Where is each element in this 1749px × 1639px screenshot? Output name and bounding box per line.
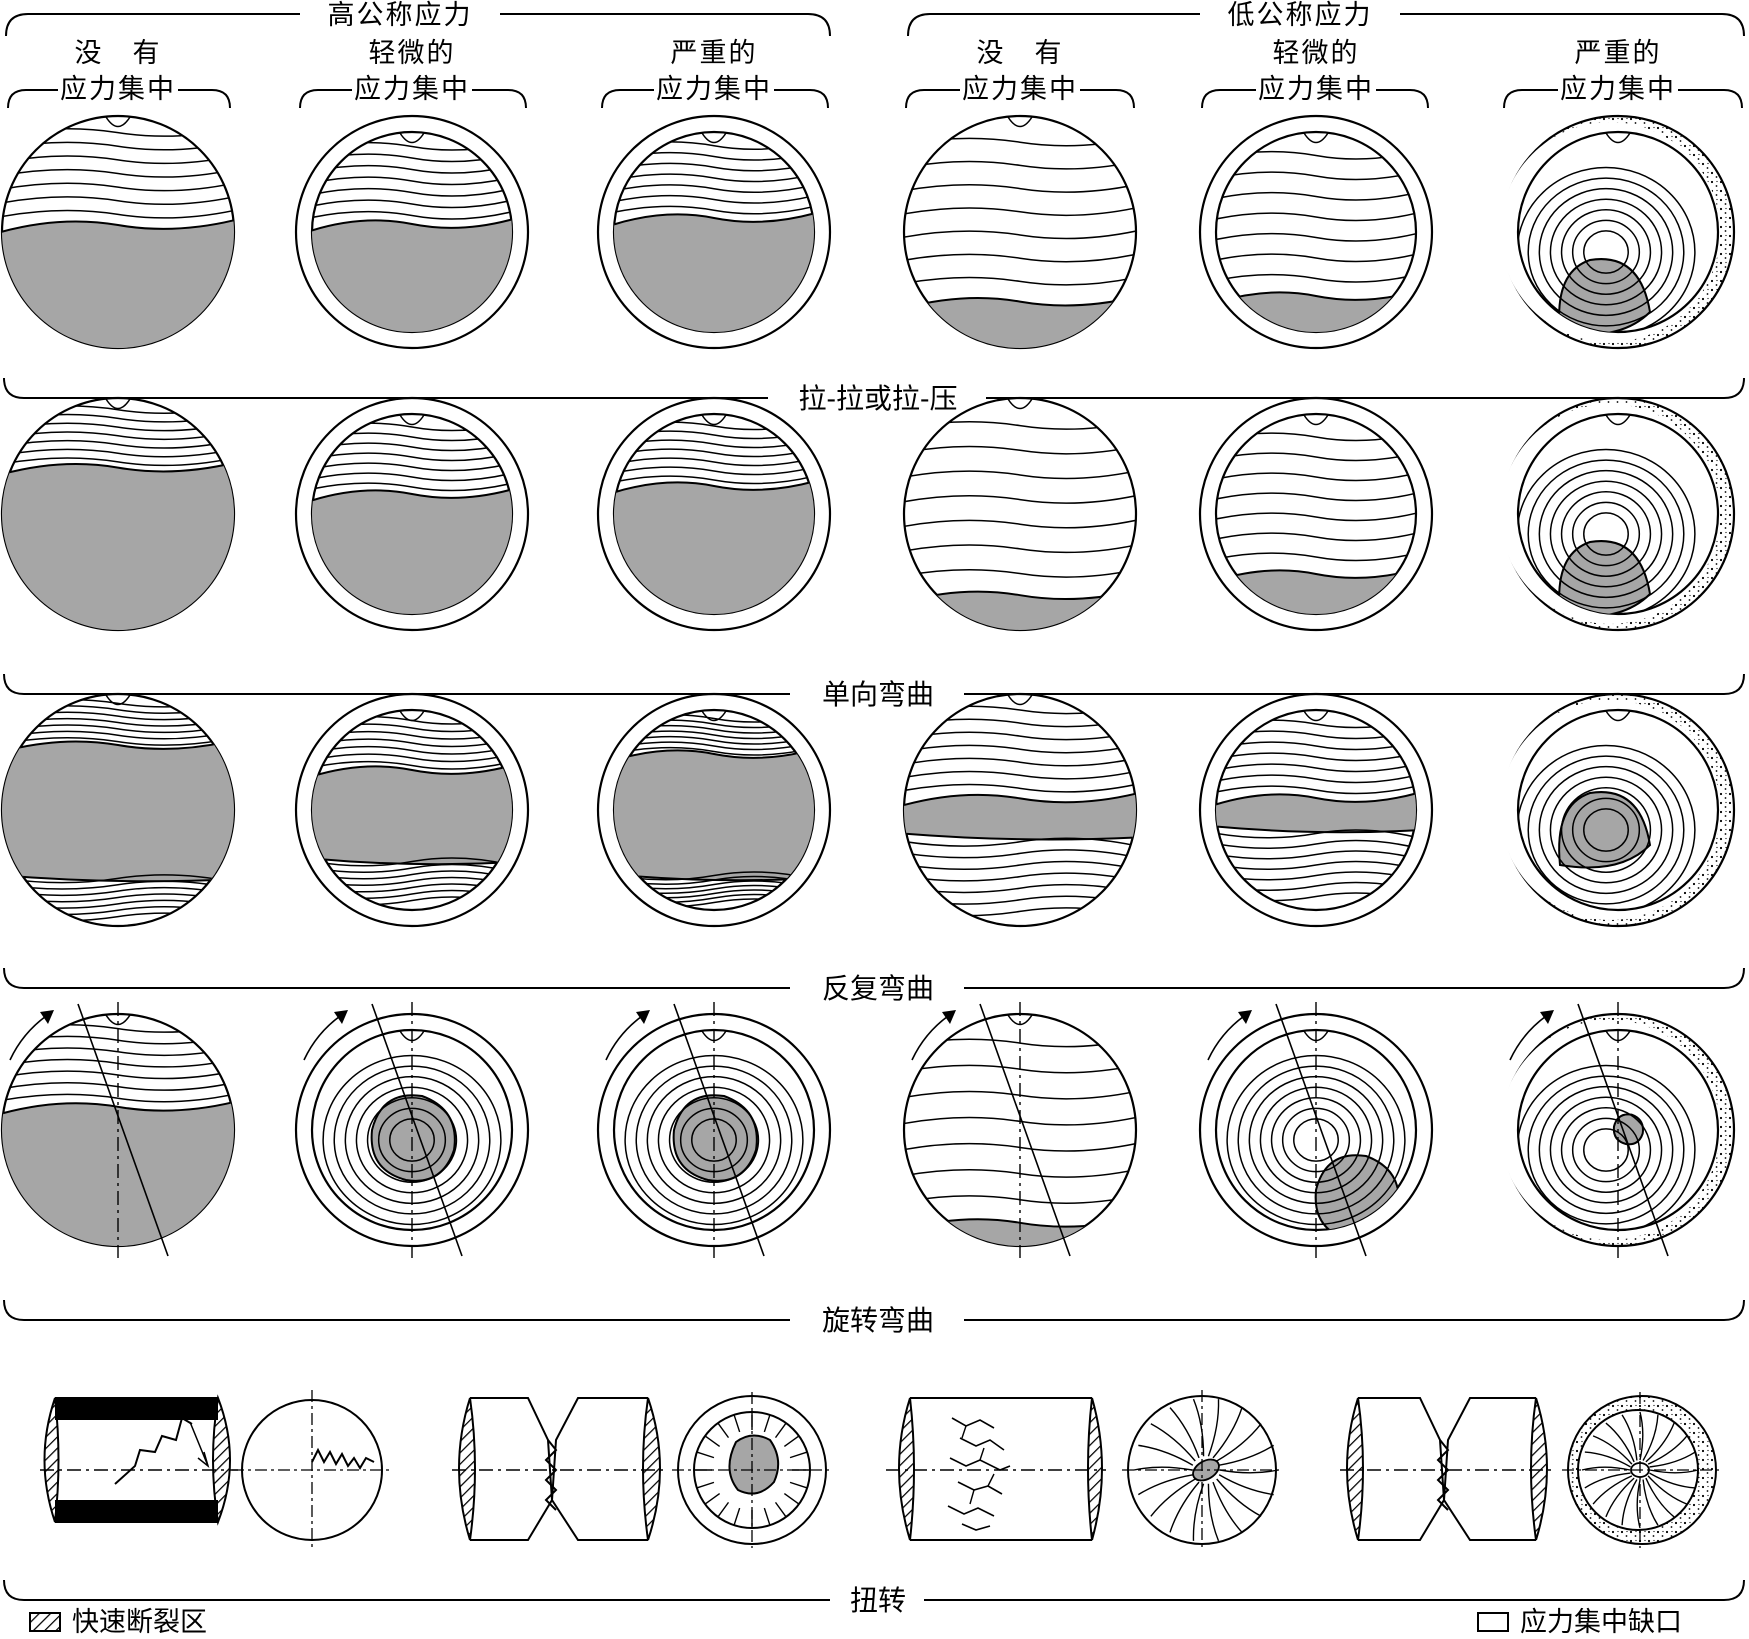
fracture-section	[1500, 1002, 1736, 1258]
column-header-line2: 应力集中	[962, 74, 1078, 105]
column-header: 轻微的 应力集中	[299, 38, 527, 109]
row-separator: 拉-拉或拉-压	[3, 377, 1745, 415]
column-header-line1: 没 有	[75, 38, 162, 69]
group-header-high: 高公称应力	[5, 0, 831, 37]
torsion-cross-section	[232, 1390, 392, 1550]
group-header-low: 低公称应力	[907, 0, 1745, 37]
fracture-section	[294, 1002, 530, 1258]
fracture-section	[902, 396, 1138, 632]
fracture-section	[1500, 114, 1736, 350]
fracture-section	[294, 396, 530, 632]
row-title: 拉-拉或拉-压	[799, 382, 958, 415]
column-header-line2: 应力集中	[60, 74, 176, 105]
radial-marks	[1133, 1398, 1279, 1542]
row-title: 反复弯曲	[822, 972, 934, 1005]
row-separator: 单向弯曲	[3, 673, 1745, 711]
fracture-section	[596, 114, 832, 350]
fracture-section	[0, 114, 236, 350]
torsion-cross-section	[1122, 1390, 1282, 1550]
fracture-specimens	[0, 114, 1736, 1258]
torsion-grooved-shaft	[452, 1397, 666, 1541]
fracture-section	[0, 692, 236, 928]
column-header-line1: 轻微的	[1273, 38, 1360, 69]
ratchet-marks	[694, 1412, 810, 1528]
fracture-section	[902, 114, 1138, 350]
column-header-line2: 应力集中	[656, 74, 772, 105]
torsion-cross-section	[672, 1392, 832, 1548]
legend-fast-fracture: 快速断裂区	[29, 1607, 207, 1638]
fracture-section	[1198, 396, 1434, 632]
torsion-cracked-shaft	[886, 1397, 1106, 1541]
column-header: 轻微的 应力集中	[1201, 38, 1429, 109]
hatch-swatch	[29, 1612, 61, 1632]
column-header-line1: 轻微的	[369, 38, 456, 69]
row-title: 扭转	[850, 1584, 906, 1617]
fracture-section	[596, 692, 832, 928]
radial-marks	[1581, 1411, 1699, 1529]
column-headers: 没 有 应力集中 轻微的 应力集中 严重的 应力集中 没 有 应力集中 轻微的 …	[7, 38, 1743, 109]
column-header-line1: 没 有	[977, 38, 1064, 69]
fracture-section	[1500, 396, 1736, 632]
group-title-high: 高公称应力	[328, 0, 473, 31]
fracture-section	[1500, 692, 1736, 928]
fracture-section	[1198, 1002, 1434, 1258]
column-header: 没 有 应力集中	[7, 38, 231, 109]
fracture-section	[0, 396, 236, 632]
torsion-row	[40, 1390, 1722, 1550]
fracture-section	[1198, 692, 1434, 928]
column-header-line2: 应力集中	[354, 74, 470, 105]
row-title: 单向弯曲	[822, 678, 934, 711]
group-title-low: 低公称应力	[1228, 0, 1373, 31]
column-header-line1: 严重的	[671, 38, 758, 69]
fracture-section	[294, 114, 530, 350]
row-title: 旋转弯曲	[822, 1304, 934, 1337]
column-header-line2: 应力集中	[1258, 74, 1374, 105]
legend-fast-fracture-label: 快速断裂区	[72, 1607, 207, 1638]
row-separator: 旋转弯曲	[3, 1299, 1745, 1337]
torsion-cross-section	[1562, 1392, 1722, 1548]
fracture-section	[294, 692, 530, 928]
row-separator: 扭转	[3, 1579, 1745, 1617]
column-header: 没 有 应力集中	[905, 38, 1135, 109]
fracture-section	[596, 396, 832, 632]
column-header-line1: 严重的	[1575, 38, 1662, 69]
torsion-grooved-shaft	[1340, 1397, 1556, 1541]
legend-notch: 应力集中缺口	[1477, 1607, 1682, 1638]
row-separator: 反复弯曲	[3, 967, 1745, 1005]
torsion-shaft	[40, 1394, 238, 1526]
fracture-section	[902, 692, 1138, 928]
fracture-section	[596, 1002, 832, 1258]
column-header-line2: 应力集中	[1560, 74, 1676, 105]
notch-swatch	[1477, 1612, 1509, 1632]
column-header: 严重的 应力集中	[1503, 38, 1743, 109]
column-header: 严重的 应力集中	[601, 38, 829, 109]
legend-notch-label: 应力集中缺口	[1520, 1607, 1682, 1638]
fracture-section	[0, 1002, 236, 1258]
fracture-section	[902, 1002, 1138, 1258]
fracture-section	[1198, 114, 1434, 350]
